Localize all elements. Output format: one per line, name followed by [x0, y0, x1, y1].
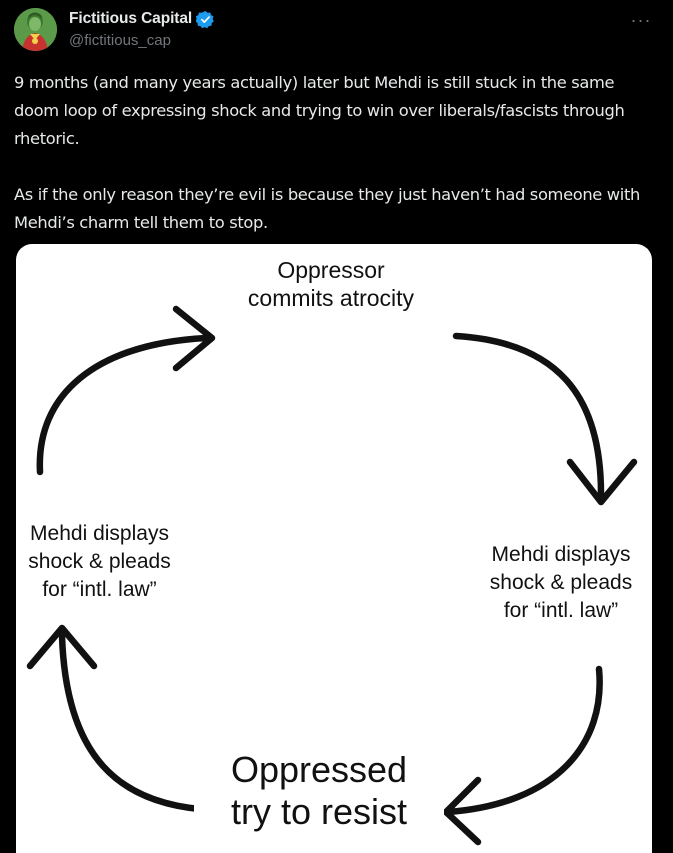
post-image[interactable]: Oppressor commits atrocity Mehdi display… — [16, 244, 652, 853]
cycle-label-right: Mehdi displays shock & pleads for “intl.… — [489, 543, 633, 622]
cycle-arrows — [26, 305, 638, 846]
more-horizontal-icon[interactable]: ··· — [630, 9, 652, 30]
handle[interactable]: @fictitious_cap — [69, 32, 171, 49]
display-name-row: Fictitious Capital — [69, 8, 215, 30]
cycle-label-bottom: Oppressed try to resist — [194, 749, 444, 833]
avatar-icon — [14, 8, 57, 51]
arrow-top-to-right — [452, 332, 605, 498]
arrow-bottom-to-left — [58, 632, 218, 814]
avatar[interactable] — [14, 8, 57, 51]
arrowhead-bottom-to-left — [26, 624, 98, 670]
post-text: 9 months (and many years actually) later… — [14, 73, 640, 232]
arrowhead-left-to-top — [172, 305, 216, 372]
arrowhead-top-to-right — [566, 458, 638, 506]
arrow-right-to-bottom — [444, 665, 603, 816]
cycle-label-top: Oppressor commits atrocity — [247, 257, 415, 311]
author-block: Fictitious Capital @fictitious_cap — [69, 8, 215, 49]
verified-badge-icon — [196, 10, 215, 29]
post-header: Fictitious Capital @fictitious_cap ··· — [14, 6, 659, 56]
arrowhead-right-to-bottom — [442, 776, 482, 846]
arrow-left-to-top — [36, 334, 210, 476]
cycle-label-left: Mehdi displays shock & pleads for “intl.… — [28, 522, 171, 601]
display-name[interactable]: Fictitious Capital — [69, 10, 193, 27]
